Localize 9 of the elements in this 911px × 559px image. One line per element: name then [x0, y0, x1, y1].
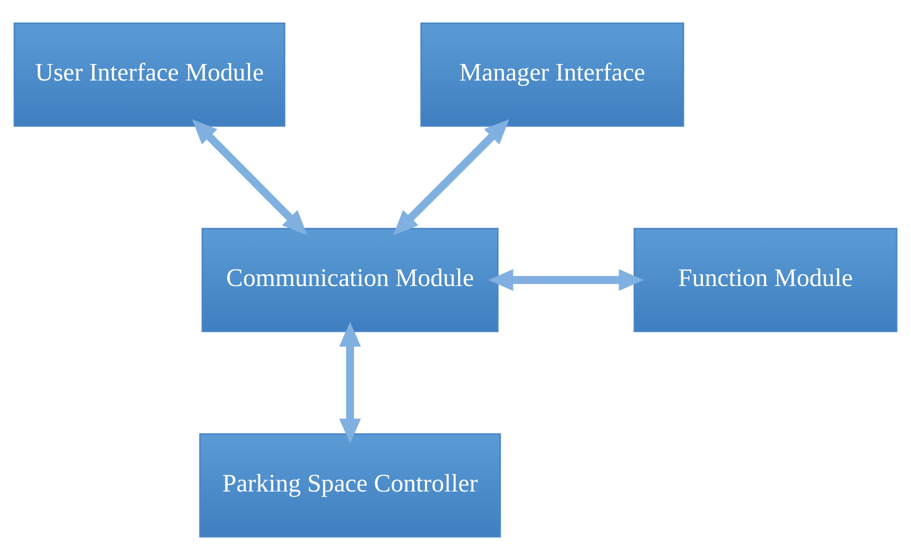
arrow: [192, 118, 308, 235]
node-box: Manager Interface: [420, 22, 684, 126]
arrow: [488, 268, 644, 290]
node-box: Communication Module: [202, 227, 499, 332]
arrow: [339, 321, 361, 444]
node-box: Function Module: [634, 227, 898, 332]
arrow: [393, 118, 510, 235]
node-box: Parking Space Controller: [199, 432, 501, 537]
node-box: User Interface Module: [14, 22, 286, 126]
